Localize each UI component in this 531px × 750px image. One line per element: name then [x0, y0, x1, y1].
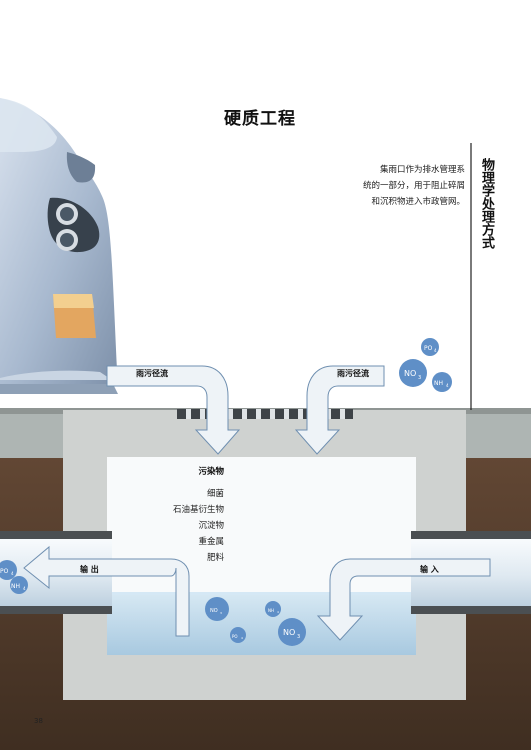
- pollutant-item: 肥料: [206, 553, 224, 563]
- intro-line-3: 和沉积物进入市政管网。: [371, 197, 465, 207]
- inlet-pipe-top-wall: [411, 531, 531, 539]
- pollutant-item: 细菌: [206, 489, 224, 499]
- nh4-pipe-sub: 4: [23, 586, 26, 591]
- car-illustration: [0, 98, 118, 394]
- nh4-bubble-sub: 4: [446, 383, 449, 388]
- outlet-pipe-bottom-wall: [0, 606, 112, 614]
- inlet-pipe-bottom-wall: [411, 606, 531, 614]
- po4-small-label: PO: [232, 634, 238, 639]
- flow-arrow-icon: [23, 365, 491, 641]
- pollutants-list: 细菌 石油基衍生物 沉淀物 重金属 肥料: [140, 486, 224, 566]
- nh4-small-label: NH: [268, 608, 274, 613]
- po4-bubble-sub: 4: [434, 348, 437, 353]
- pollutants-title: 污染物: [198, 467, 224, 477]
- runoff-left-label: 雨污径流: [136, 368, 168, 378]
- po4-pipe-sub: 4: [11, 571, 14, 576]
- pollutant-item: 沉淀物: [198, 521, 224, 531]
- nh4-bubble-label: NH: [434, 380, 443, 387]
- page-title: 硬质工程: [224, 109, 296, 129]
- water-surface: [107, 592, 416, 595]
- no3-bubble-sub: 3: [418, 375, 421, 381]
- water-body: [107, 594, 416, 655]
- intro-text: 集雨口作为排水管理系 统的一部分，用于阻止碎屑 和沉积物进入市政管网。: [355, 162, 465, 210]
- chemical-bubble-icon: PO 4 NO 3 NH 4 PO 4 NH 4 NO 3 NH 4 PO 4: [0, 338, 452, 646]
- no3-small-sub: 3: [220, 611, 222, 615]
- output-label: 输 出: [80, 564, 99, 574]
- page-number: 38: [34, 717, 43, 725]
- nh4-small-sub: 4: [277, 610, 279, 614]
- pollutant-item: 石油基衍生物: [172, 505, 224, 515]
- intro-line-1: 集雨口作为排水管理系: [379, 165, 465, 175]
- runoff-right-label: 雨污径流: [337, 368, 369, 378]
- po4-bubble-label: PO: [424, 345, 433, 352]
- no3-bubble-label: NO: [404, 369, 416, 378]
- no3-large-sub: 3: [297, 634, 300, 640]
- pollutant-item: 重金属: [198, 537, 224, 547]
- vertical-section-title: 物理学处理方式: [479, 158, 494, 249]
- intro-line-2: 统的一部分，用于阻止碎屑: [362, 181, 465, 191]
- no3-large-label: NO: [283, 628, 295, 637]
- input-label: 输 入: [420, 564, 439, 574]
- no3-small-label: NO: [210, 608, 218, 614]
- po4-small-sub: 4: [241, 636, 243, 640]
- po4-pipe-label: PO: [0, 568, 9, 575]
- nh4-pipe-label: NH: [11, 583, 20, 590]
- outlet-pipe-top-wall: [0, 531, 112, 539]
